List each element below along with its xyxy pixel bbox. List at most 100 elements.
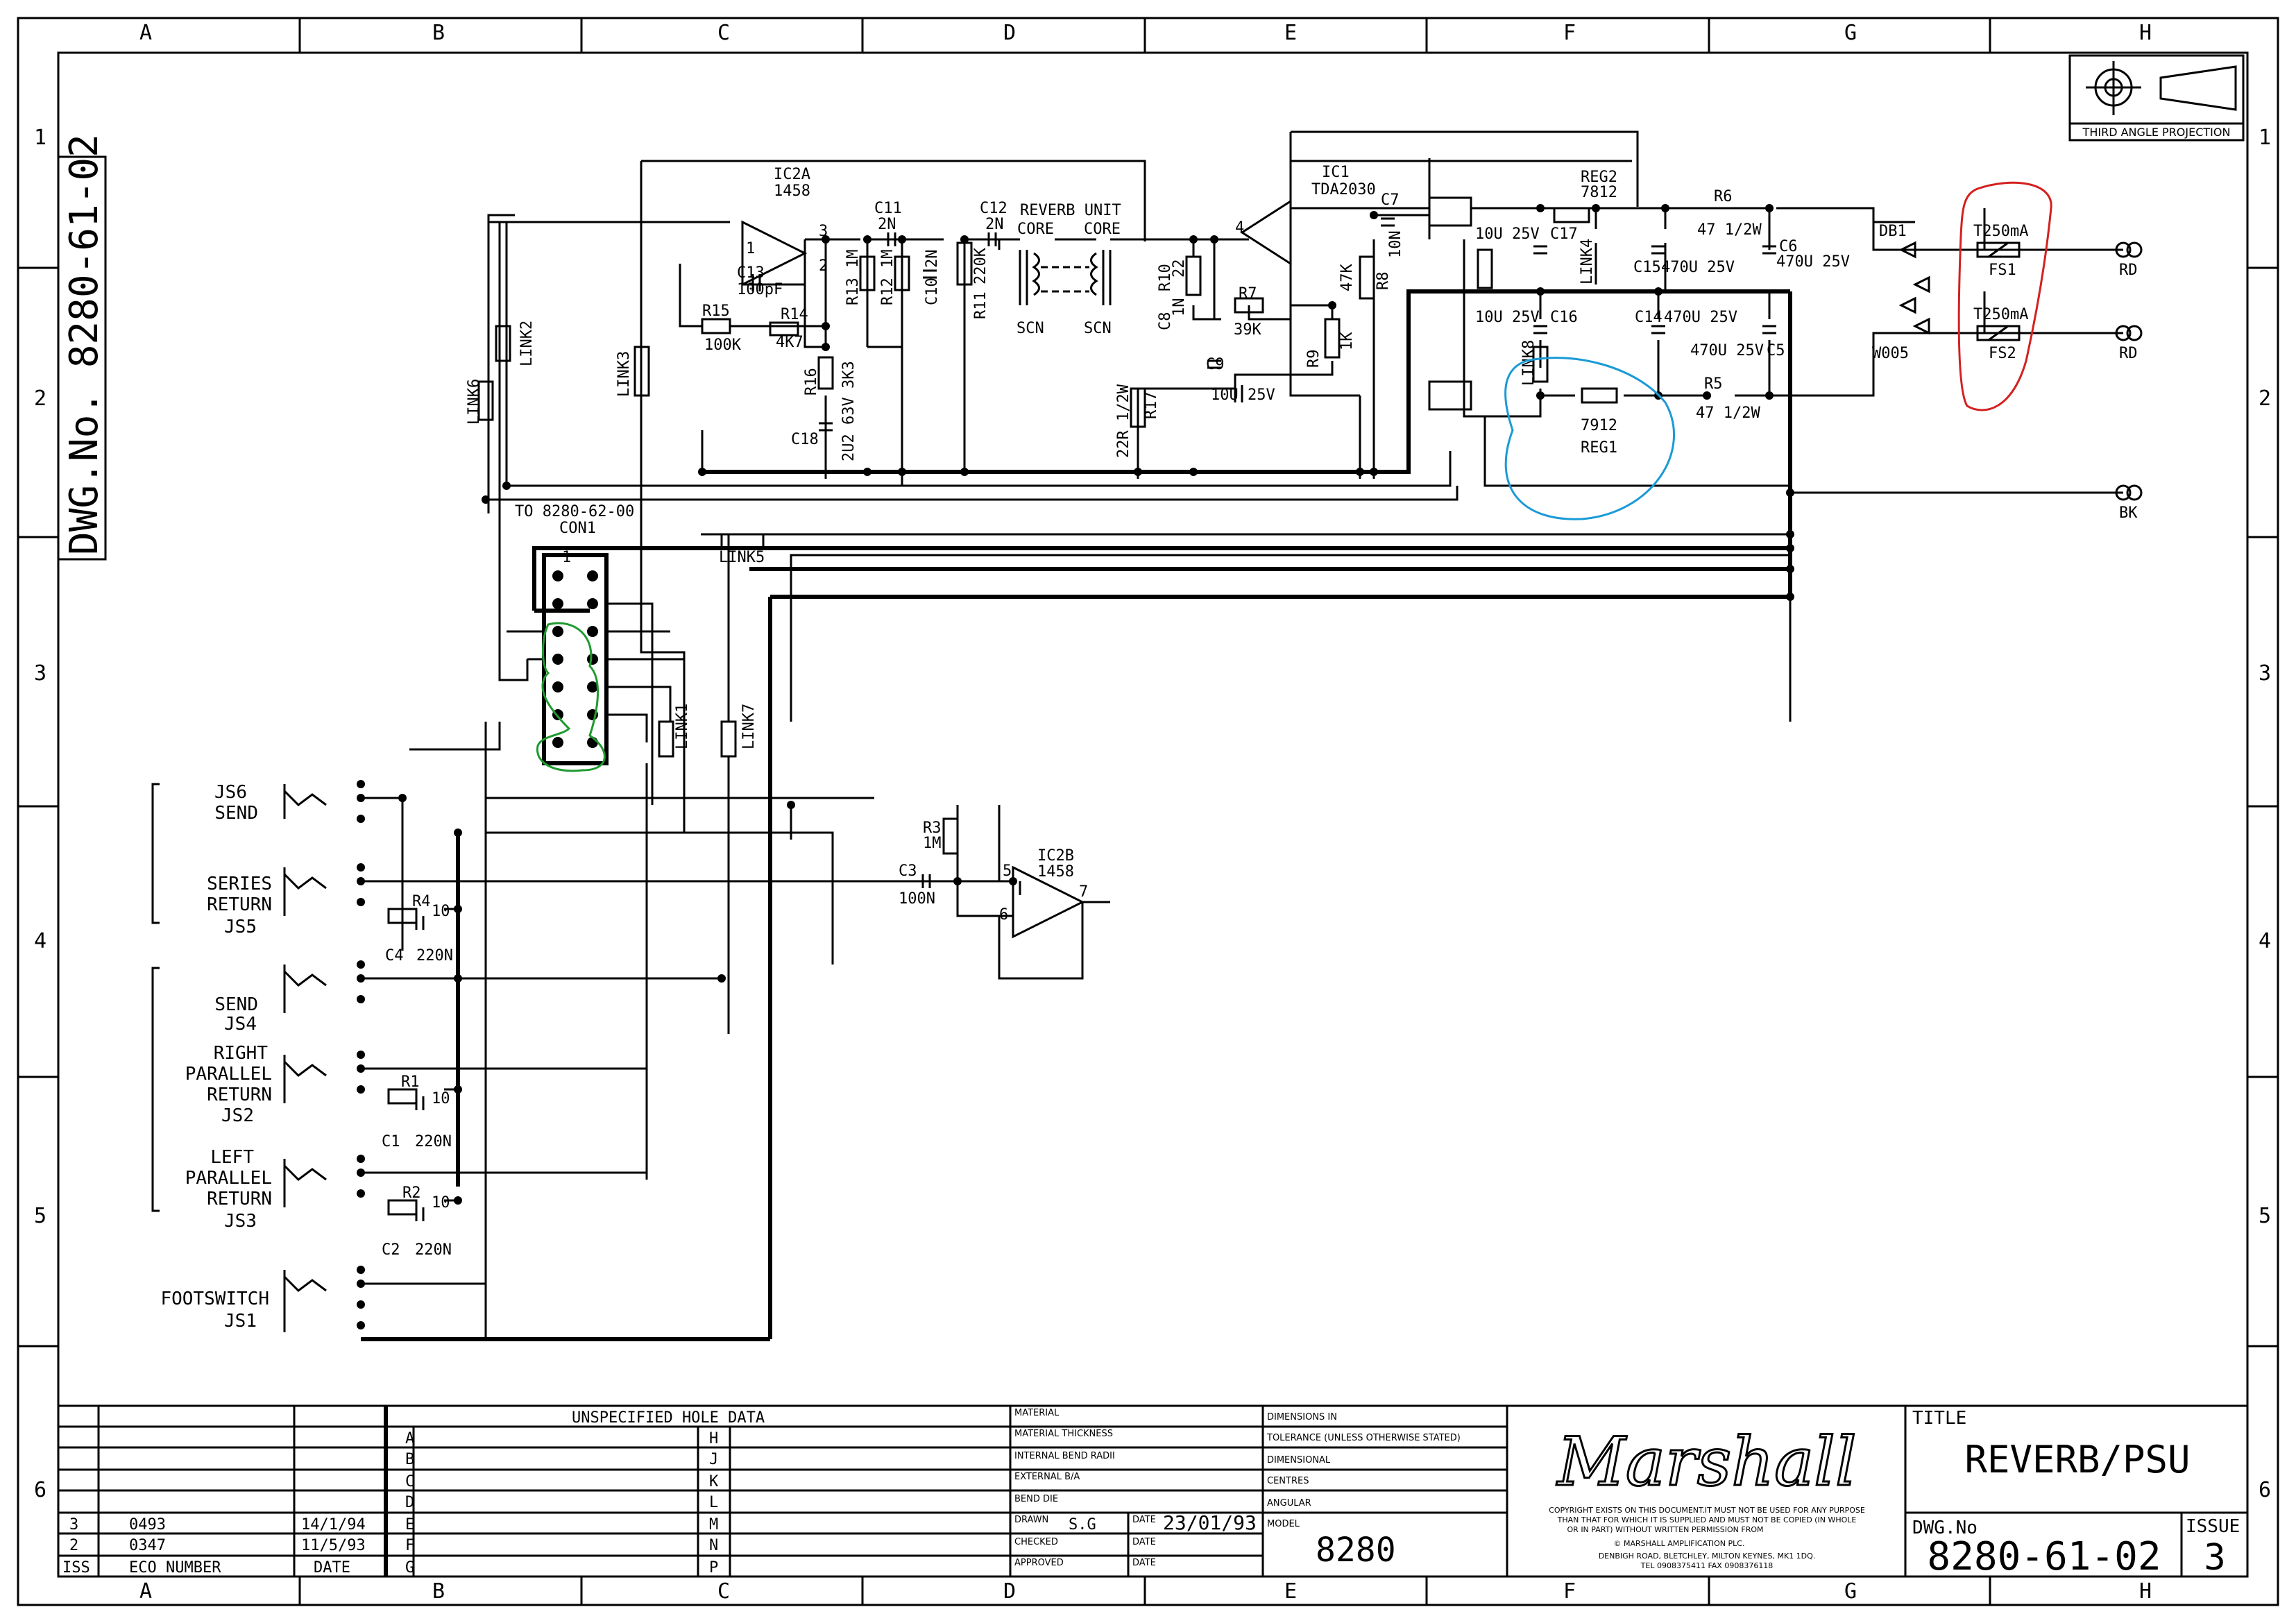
ic2b-ref: IC2B — [1037, 847, 1074, 865]
fs1-value: T250mA — [1973, 223, 2028, 240]
date-label: DATE — [1132, 1515, 1156, 1525]
js6-ref: JS6 — [214, 782, 247, 803]
c7-value: 10N — [1387, 230, 1404, 258]
r16-label: R16 — [803, 368, 820, 396]
hole-letter-a: A — [405, 1430, 414, 1447]
copyright-line-1: COPYRIGHT EXISTS ON THIS DOCUMENT.IT MUS… — [1549, 1506, 1865, 1515]
col-label-h: H — [2139, 21, 2152, 45]
c4-ref: C4 — [385, 947, 404, 965]
js2-line2: PARALLEL — [185, 1064, 272, 1085]
r2-value: 10 — [432, 1194, 450, 1212]
checked-label: CHECKED — [1014, 1537, 1058, 1547]
r5-ref: R5 — [1704, 375, 1723, 393]
c13-ref: C13 — [737, 264, 765, 282]
hole-letter-p: P — [709, 1559, 718, 1577]
hole-letter-l: L — [709, 1494, 718, 1511]
drawing-frame: A B C D E F G H A B C D E F G H 1 2 3 4 … — [17, 17, 2279, 1606]
col-label-a: A — [139, 21, 152, 45]
row-label-2-right: 2 — [2259, 386, 2271, 411]
link6-label: LINK6 — [466, 379, 483, 425]
hole-letter-d: D — [405, 1494, 414, 1511]
r17-value: 22R 1/2W — [1115, 384, 1132, 458]
reverb-scn-1: SCN — [1017, 320, 1044, 337]
db1-ref: DB1 — [1879, 223, 1907, 240]
r2-ref: R2 — [402, 1184, 421, 1202]
reg1-ref: REG1 — [1581, 439, 1617, 457]
c16-ref: C16 — [1550, 309, 1578, 326]
reg1-part: 7912 — [1581, 417, 1617, 434]
reg2-body — [1428, 196, 1472, 227]
approved-label: APPROVED — [1014, 1558, 1064, 1568]
hole-data-title: UNSPECIFIED HOLE DATA — [572, 1409, 765, 1427]
c9-ref: C9 — [1206, 356, 1225, 373]
js3-ref: JS3 — [224, 1211, 257, 1232]
hole-letter-h: H — [709, 1430, 718, 1447]
r6-ref: R6 — [1714, 188, 1733, 205]
row-label-6-right: 6 — [2259, 1478, 2271, 1502]
con1-pin1: 1 — [562, 549, 571, 566]
c9-value: 10U 25V — [1211, 386, 1275, 404]
drawn-by: S.G — [1069, 1516, 1096, 1533]
row-label-5: 5 — [34, 1204, 46, 1228]
js1-label: FOOTSWITCH — [160, 1289, 269, 1309]
c7-ref: C7 — [1381, 192, 1400, 209]
dwg-label: DWG.No — [1912, 1518, 1978, 1538]
row-label-3-right: 3 — [2259, 661, 2271, 686]
r10-value: 22 — [1171, 260, 1188, 278]
fs1-ref: FS1 — [1989, 262, 2016, 279]
c4-value: 220N — [416, 947, 453, 965]
row-label-4: 4 — [34, 929, 46, 953]
issue-number: 3 — [2204, 1537, 2225, 1579]
c6-ref: C6 — [1779, 238, 1798, 255]
r15-ref: R15 — [702, 303, 730, 320]
reg1-body — [1428, 380, 1472, 411]
r8-value: 47K — [1338, 264, 1356, 291]
hole-letter-n: N — [709, 1537, 718, 1554]
c17-value: 10U 25V — [1475, 226, 1540, 243]
db1-part: W005 — [1872, 345, 1909, 362]
c12-ref: C12 — [980, 200, 1007, 217]
hole-letter-e: E — [405, 1516, 414, 1533]
c3-value: 100N — [899, 890, 935, 908]
c14-ref: C14 — [1635, 309, 1663, 326]
r7-ref: R7 — [1239, 285, 1257, 303]
js3-line1: LEFT — [210, 1147, 254, 1168]
col-label-d: D — [1003, 21, 1016, 45]
r7-value: 39K — [1234, 321, 1261, 339]
col-label-g-bottom: G — [1844, 1579, 1857, 1604]
output-rd-2: RD — [2119, 345, 2138, 362]
c10-label: C10 — [924, 278, 941, 305]
pin-5: 5 — [1003, 863, 1012, 880]
issue-label: ISSUE — [2186, 1516, 2240, 1537]
hole-letter-c: C — [405, 1473, 414, 1490]
c3-ref: C3 — [899, 863, 917, 880]
reg2-part: 7812 — [1581, 184, 1617, 201]
js3-line2: PARALLEL — [185, 1168, 272, 1189]
hand-annotations — [536, 181, 2052, 772]
con1-ref: CON1 — [559, 520, 596, 537]
hole-letter-k: K — [709, 1473, 719, 1490]
r16-value: 3K3 — [840, 361, 858, 389]
col-label-b-bottom: B — [432, 1579, 445, 1604]
js5-ref: JS5 — [224, 917, 257, 937]
dimensional-label: DIMENSIONAL — [1267, 1455, 1331, 1465]
reverb-core-1: CORE — [1017, 221, 1054, 238]
tolerance-label: TOLERANCE (UNLESS OTHERWISE STATED) — [1266, 1433, 1461, 1443]
c1-ref: C1 — [382, 1133, 400, 1150]
js5-line1: SERIES — [207, 874, 272, 894]
c8-label: C8 — [1157, 312, 1174, 331]
reverb-unit-label: REVERB UNIT — [1020, 202, 1121, 219]
r9-label: R9 — [1305, 350, 1323, 368]
ic2a-ref: IC2A — [774, 166, 810, 183]
rev-date-3: 14/1/94 — [301, 1516, 366, 1533]
pin-7: 7 — [1079, 883, 1088, 901]
r9-value: 1K — [1338, 332, 1356, 350]
date-label-approved: DATE — [1132, 1558, 1156, 1568]
c17-ref: C17 — [1550, 226, 1578, 243]
ic2b-part: 1458 — [1037, 863, 1074, 881]
r8-label: R8 — [1375, 272, 1392, 291]
output-rd-1: RD — [2119, 262, 2138, 279]
link2-label: LINK2 — [518, 321, 536, 366]
con1-to: TO 8280-62-00 — [515, 503, 634, 520]
title-block: 3 0493 14/1/94 2 0347 11/5/93 ISS ECO NU… — [57, 1404, 2249, 1579]
